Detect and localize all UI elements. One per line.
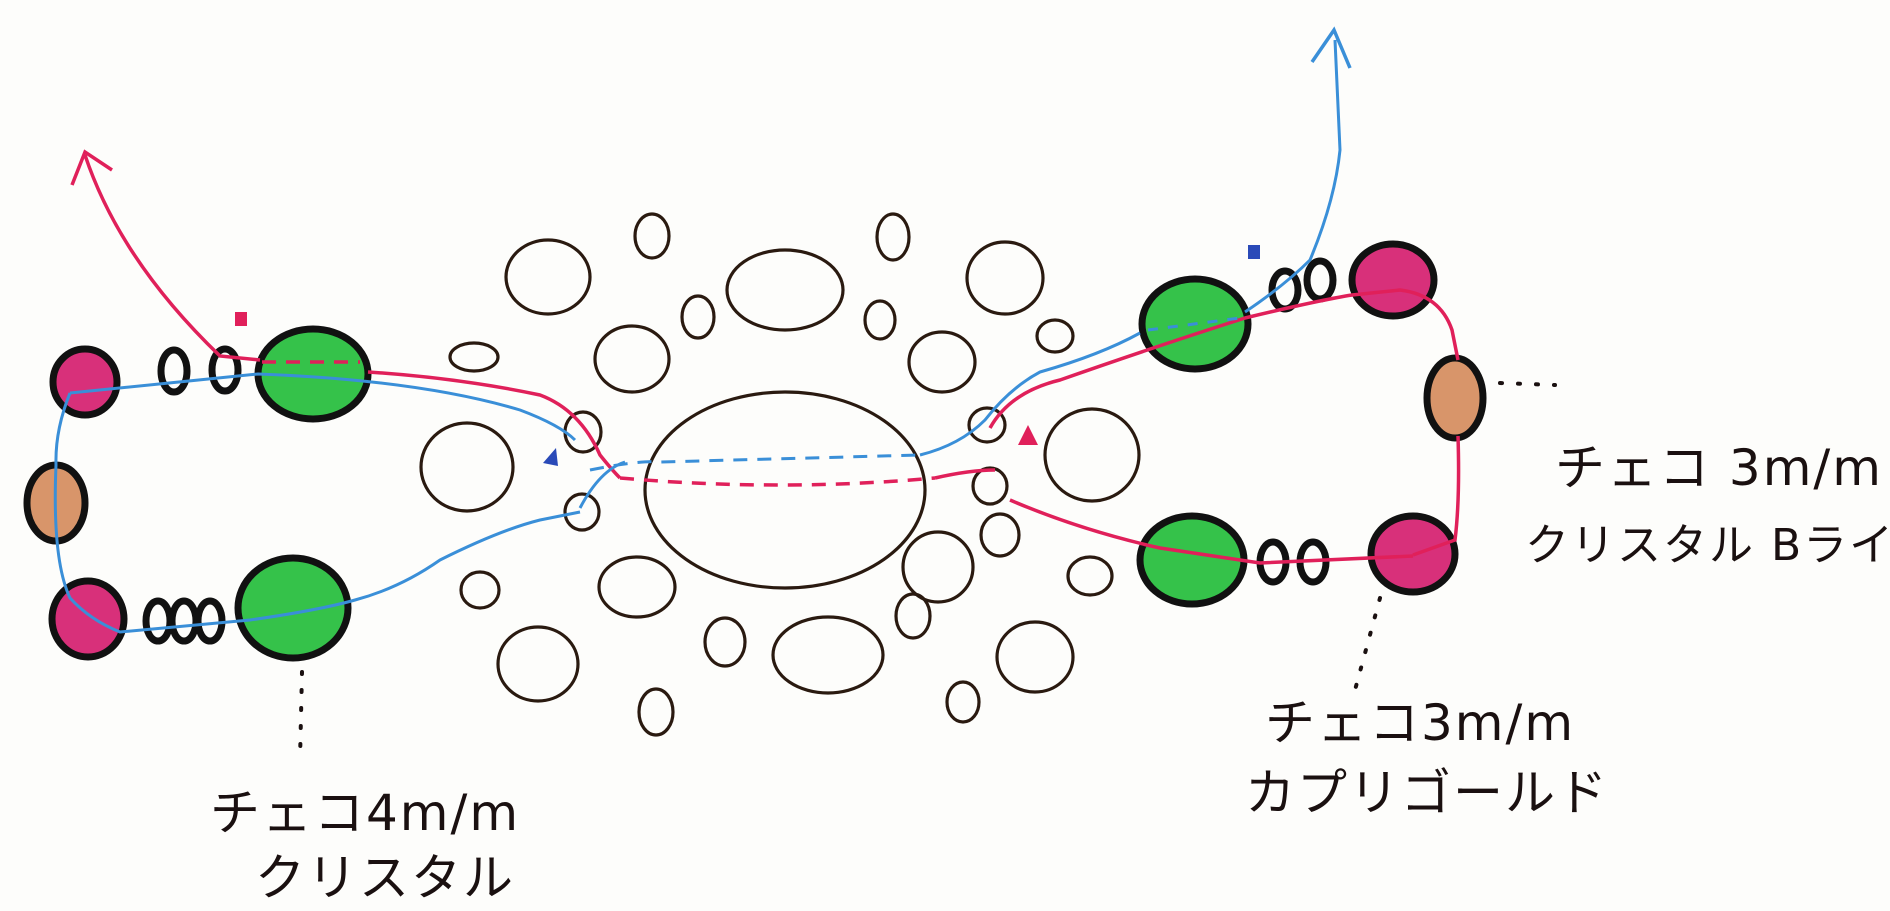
center-bead-cluster xyxy=(419,212,1141,737)
label-right-bottom-line2: カプリゴールド xyxy=(1245,764,1609,822)
seed-bead xyxy=(194,597,226,645)
blue-thread xyxy=(53,39,1342,634)
label-right-middle-line2: クリスタル Bライン xyxy=(1525,520,1890,571)
label-left-line1: チェコ4m/m xyxy=(210,784,520,842)
red-exit-arrow-icon xyxy=(70,149,113,186)
junction-bead xyxy=(563,492,601,532)
outline-bead xyxy=(995,620,1075,694)
blue-thread-exit xyxy=(1244,39,1342,314)
outline-bead xyxy=(771,615,885,695)
outline-bead xyxy=(979,512,1021,558)
labels: チェコ4m/m クリスタル チェコ 3m/m クリスタル Bライン チェコ3m/… xyxy=(210,439,1890,907)
red-triangle-marker-icon xyxy=(1018,425,1038,445)
outline-bead xyxy=(1066,555,1114,597)
blue-thread-right xyxy=(919,331,1141,457)
pink-bead xyxy=(48,577,128,661)
outline-bead xyxy=(633,212,671,260)
red-thread-right-lower xyxy=(1009,498,1414,565)
seed-bead xyxy=(1303,257,1337,303)
outline-bead xyxy=(725,248,845,332)
seed-bead xyxy=(157,346,191,396)
pink-bead xyxy=(1348,240,1438,320)
outline-bead xyxy=(597,555,677,619)
outline-bead xyxy=(459,570,501,610)
label-right-bottom-line1: チェコ3m/m xyxy=(1265,694,1575,752)
outline-bead xyxy=(965,240,1045,316)
leader-left xyxy=(298,670,304,762)
orange-bead xyxy=(1423,354,1487,442)
seed-bead xyxy=(208,345,242,395)
outline-bead xyxy=(593,324,671,394)
outline-bead xyxy=(496,625,580,703)
leader-lines xyxy=(298,381,1557,762)
outline-bead xyxy=(419,421,515,513)
seed-bead xyxy=(142,597,174,645)
blue-triangle-marker-icon xyxy=(543,448,558,466)
leader-right-bottom xyxy=(1353,596,1382,692)
blue-thread-center xyxy=(589,453,921,472)
red-start-marker-icon xyxy=(235,312,247,326)
red-thread-right-upper xyxy=(988,288,1460,429)
outline-bead xyxy=(703,616,747,668)
label-right-middle-line1: チェコ 3m/m xyxy=(1555,439,1883,497)
junction-bead xyxy=(967,406,1007,444)
red-thread xyxy=(83,154,1461,565)
arrows xyxy=(70,26,1352,186)
leader-right-middle xyxy=(1498,381,1557,387)
label-left-line2: クリスタル xyxy=(255,849,515,907)
outline-bead xyxy=(901,530,975,604)
red-thread-start xyxy=(83,154,261,362)
outline-bead xyxy=(1043,407,1141,503)
red-thread-left-to-center xyxy=(367,370,622,480)
green-bead xyxy=(234,554,352,662)
outline-bead xyxy=(504,238,592,316)
center-large-bead xyxy=(643,390,927,590)
blue-thread-right-dash xyxy=(1147,316,1241,332)
outline-bead xyxy=(1035,318,1075,354)
seed-bead xyxy=(168,597,200,645)
outline-bead xyxy=(680,294,716,340)
blue-thread-left-loop xyxy=(69,372,577,442)
blue-thread-center-hook xyxy=(578,460,626,509)
red-thread-center xyxy=(619,476,936,487)
blue-start-marker-icon xyxy=(1248,245,1260,259)
blue-exit-arrow-icon xyxy=(1310,26,1352,69)
outline-bead xyxy=(894,592,932,640)
red-thread-right-loop xyxy=(1412,435,1461,557)
outline-bead xyxy=(863,299,897,341)
outline-bead xyxy=(448,341,500,373)
markers xyxy=(235,245,1260,466)
outline-bead xyxy=(875,212,911,262)
blue-thread-left-side xyxy=(53,392,581,634)
outline-bead xyxy=(907,330,977,394)
red-thread-center-right xyxy=(934,468,996,480)
outline-bead xyxy=(637,687,675,737)
outline-bead xyxy=(945,680,981,724)
pink-bead xyxy=(49,345,121,419)
junction-bead xyxy=(971,466,1009,506)
